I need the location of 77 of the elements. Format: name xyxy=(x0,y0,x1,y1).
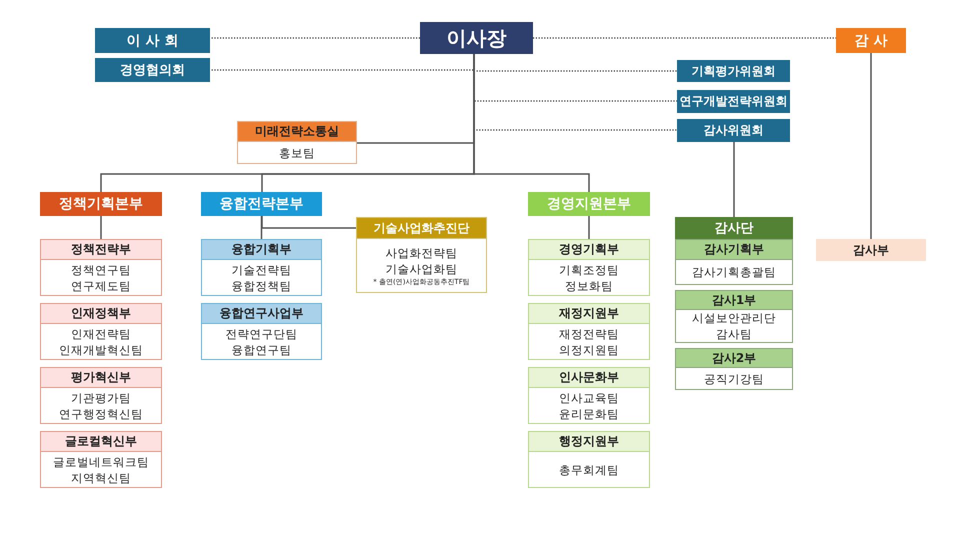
team-name: 홍보팀 xyxy=(279,144,315,160)
connector-line xyxy=(473,54,590,192)
department-title: 재정지원부 xyxy=(529,304,649,324)
division-box: 정책기획본부 xyxy=(40,192,162,216)
team-name: 기획조정팀 xyxy=(559,262,619,278)
department-box xyxy=(237,121,357,164)
department-title: 행정지원부 xyxy=(529,432,649,452)
department-title: 경영기획부 xyxy=(529,240,649,260)
division-box: 경영지원본부 xyxy=(528,192,650,216)
department-box xyxy=(201,303,322,360)
committee-box: 연구개발전략위원회 xyxy=(677,90,790,113)
team-name: 정보화팀 xyxy=(565,278,613,294)
department-box xyxy=(40,303,162,360)
connector-line xyxy=(588,216,590,239)
team-name: 글로벌네트워크팀 xyxy=(53,454,149,470)
team-name: 인재개발혁신팀 xyxy=(59,342,143,358)
department-title: 미래전략소통실 xyxy=(238,122,356,142)
committee-box: 기획평가위원회 xyxy=(677,60,790,82)
team-name: 융합연구팀 xyxy=(232,342,292,358)
team-name: 융합정책팀 xyxy=(232,278,292,294)
committee-box: 감사위원회 xyxy=(677,119,790,142)
division-box: 융합전략본부 xyxy=(201,192,322,216)
dotted-connector xyxy=(533,37,836,39)
team-name: 감사기획총괄팀 xyxy=(692,264,776,280)
team-name: 기술전략팀 xyxy=(232,262,292,278)
team-name: 기관평가팀 xyxy=(71,390,131,406)
department-title: 인사문화부 xyxy=(529,368,649,388)
team-name: 연구행정혁신팀 xyxy=(59,406,143,422)
dotted-connector xyxy=(210,37,420,39)
department-box xyxy=(675,239,793,285)
department-title: 인재정책부 xyxy=(41,304,161,324)
department-box xyxy=(528,303,650,360)
department-box xyxy=(40,239,162,296)
connector-line xyxy=(100,216,102,239)
department-box xyxy=(528,431,650,488)
team-name: 연구제도팀 xyxy=(71,278,131,294)
auditor-box: 감 사 xyxy=(836,28,906,53)
department-box xyxy=(40,367,162,424)
team-name: 정책연구팀 xyxy=(71,262,131,278)
department-title: 융합연구사업부 xyxy=(202,304,321,324)
team-name: 인재전략팀 xyxy=(71,326,131,342)
department-box xyxy=(675,290,793,343)
team-name: 총무회계팀 xyxy=(559,462,619,478)
team-name: 지역혁신팀 xyxy=(71,470,131,486)
department-box xyxy=(675,348,793,390)
connector-line xyxy=(870,53,872,239)
chairman-box: 이사장 xyxy=(420,22,533,54)
department-box: 감사부 xyxy=(816,239,926,261)
team-name: 시설보안관리단 xyxy=(692,310,776,326)
department-box xyxy=(356,217,487,293)
department-title: 감사2부 xyxy=(676,349,792,368)
department-title: 글로컬혁신부 xyxy=(41,432,161,452)
connector-line xyxy=(733,142,735,217)
team-name: 윤리문화팀 xyxy=(559,406,619,422)
team-name: 공직기강팀 xyxy=(704,370,764,386)
connector-line xyxy=(261,216,356,229)
audit-group-box: 감사단 xyxy=(675,217,793,239)
department-box xyxy=(528,239,650,296)
department-title: 감사1부 xyxy=(676,291,792,310)
department-title: 평가혁신부 xyxy=(41,368,161,388)
department-title: 감사기획부 xyxy=(676,240,792,260)
team-name: 인사교육팀 xyxy=(559,390,619,406)
team-name: 사업화전략팀 xyxy=(386,244,458,260)
team-name: 감사팀 xyxy=(716,326,752,342)
department-box xyxy=(528,367,650,424)
team-name: 의정지원팀 xyxy=(559,342,619,358)
team-name: 전략연구단팀 xyxy=(226,326,298,342)
department-box xyxy=(201,239,322,296)
connector-line xyxy=(260,216,262,239)
committee-box: 경영협의회 xyxy=(95,58,210,82)
department-title: 기술사업화추진단 xyxy=(357,218,486,239)
team-name: 기술사업화팀 xyxy=(386,260,458,276)
department-box xyxy=(40,431,162,488)
team-name: 재정전략팀 xyxy=(559,326,619,342)
board-box: 이 사 회 xyxy=(95,28,210,53)
department-title: 정책전략부 xyxy=(41,240,161,260)
department-title: 융합기획부 xyxy=(202,240,321,260)
